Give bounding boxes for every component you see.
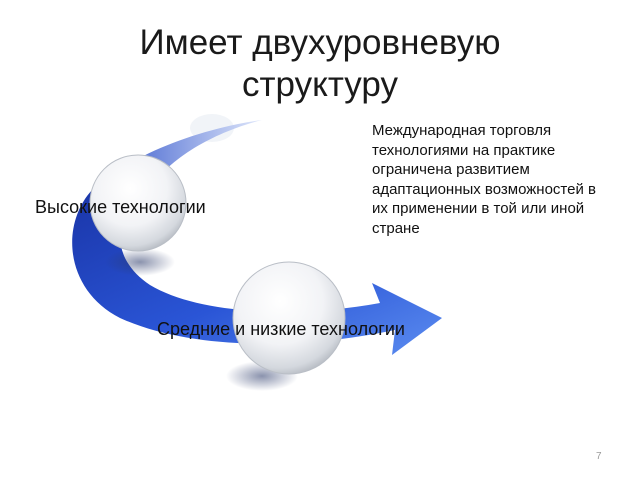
low-level-sphere-shape xyxy=(232,261,346,375)
high-level-sphere-shape xyxy=(89,154,187,252)
main-arrow-shape xyxy=(72,190,442,355)
title-line-2: структуру xyxy=(242,65,398,104)
slide-title: Имеет двухуровневую структуру xyxy=(0,22,640,106)
high-tech-label: Высокие технологии xyxy=(35,197,206,217)
title-line-1: Имеет двухуровневую xyxy=(139,23,501,62)
low-tech-label: Средние и низкие технологии xyxy=(157,319,405,339)
page-number: 7 xyxy=(596,451,602,462)
high-level-shadow-shape xyxy=(105,248,175,276)
description-text: Международная торговля технологиями на п… xyxy=(372,122,596,237)
